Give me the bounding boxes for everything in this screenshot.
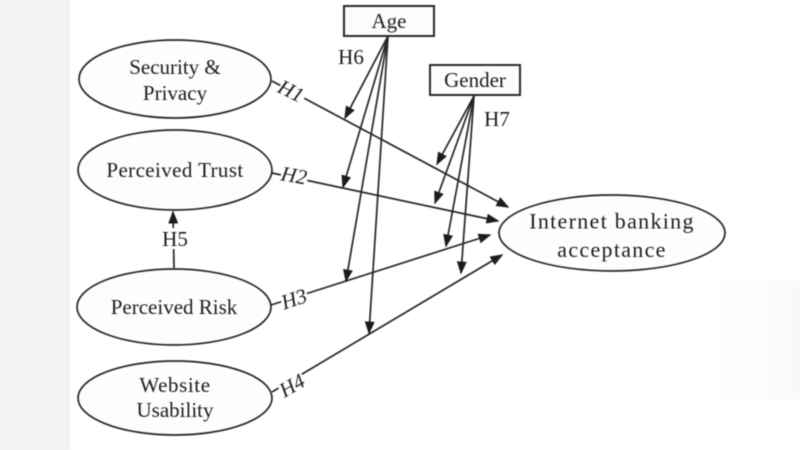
svg-text:Usability: Usability (137, 398, 214, 422)
svg-text:Perceived Risk: Perceived Risk (111, 295, 238, 319)
svg-text:Age: Age (372, 9, 407, 33)
svg-text:H7: H7 (484, 107, 510, 131)
svg-text:Security &: Security & (129, 55, 221, 79)
svg-text:Privacy: Privacy (143, 81, 208, 105)
svg-text:acceptance: acceptance (557, 237, 666, 262)
svg-text:Perceived Trust: Perceived Trust (106, 158, 243, 182)
svg-text:Internet banking: Internet banking (529, 209, 695, 234)
svg-text:H2: H2 (278, 161, 309, 189)
svg-text:H6: H6 (338, 45, 364, 69)
svg-text:Website: Website (139, 373, 210, 397)
svg-text:H5: H5 (162, 227, 188, 251)
svg-text:Gender: Gender (444, 68, 506, 92)
